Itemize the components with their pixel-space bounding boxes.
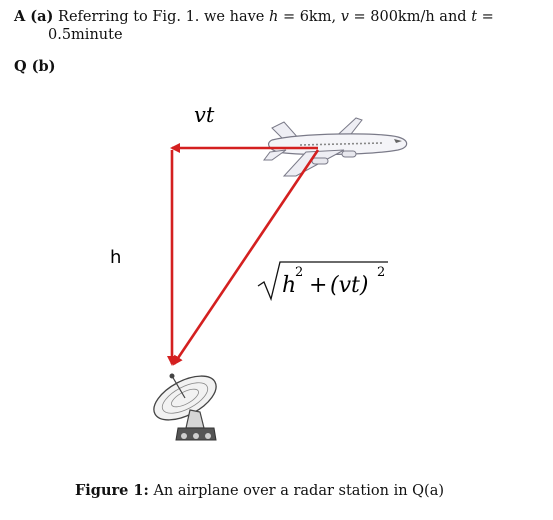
- caption-text: An airplane over a radar station in Q(a): [153, 483, 445, 499]
- figure-caption: Figure 1: An airplane over a radar stati…: [75, 482, 444, 499]
- value-t: 0.5minute: [48, 27, 123, 43]
- answer-text: A (a) Referring to Fig. 1. we have h = 6…: [14, 7, 534, 27]
- label-vt: vt: [194, 103, 215, 127]
- symbol-t: t: [471, 9, 478, 25]
- formula-vt: (vt): [330, 273, 368, 298]
- formula-square-2: 2: [377, 265, 385, 280]
- answer-intro: Referring to Fig. 1. we have: [58, 9, 265, 25]
- formula-plus: +: [309, 273, 327, 298]
- equals-t: =: [481, 9, 494, 25]
- symbol-h: h: [268, 9, 279, 25]
- question-label: Q (b): [14, 58, 56, 75]
- hypotenuse-formula: h 2 + (vt) 2: [257, 261, 388, 302]
- caption-label: Figure 1:: [75, 482, 149, 499]
- value-h: = 6km,: [282, 9, 337, 25]
- formula-square-1: 2: [295, 265, 303, 280]
- arrow-hypotenuse: [172, 149, 320, 366]
- formula-h: h: [282, 273, 296, 298]
- airplane-icon: [263, 117, 408, 177]
- value-v: = 800km/h and: [353, 9, 467, 25]
- label-h: h: [110, 247, 121, 268]
- answer-lead: A (a): [14, 8, 54, 25]
- symbol-v: v: [340, 9, 349, 25]
- figure-diagram: vt h h 2 + (vt) 2: [110, 103, 408, 441]
- radar-dish-icon: [153, 373, 217, 441]
